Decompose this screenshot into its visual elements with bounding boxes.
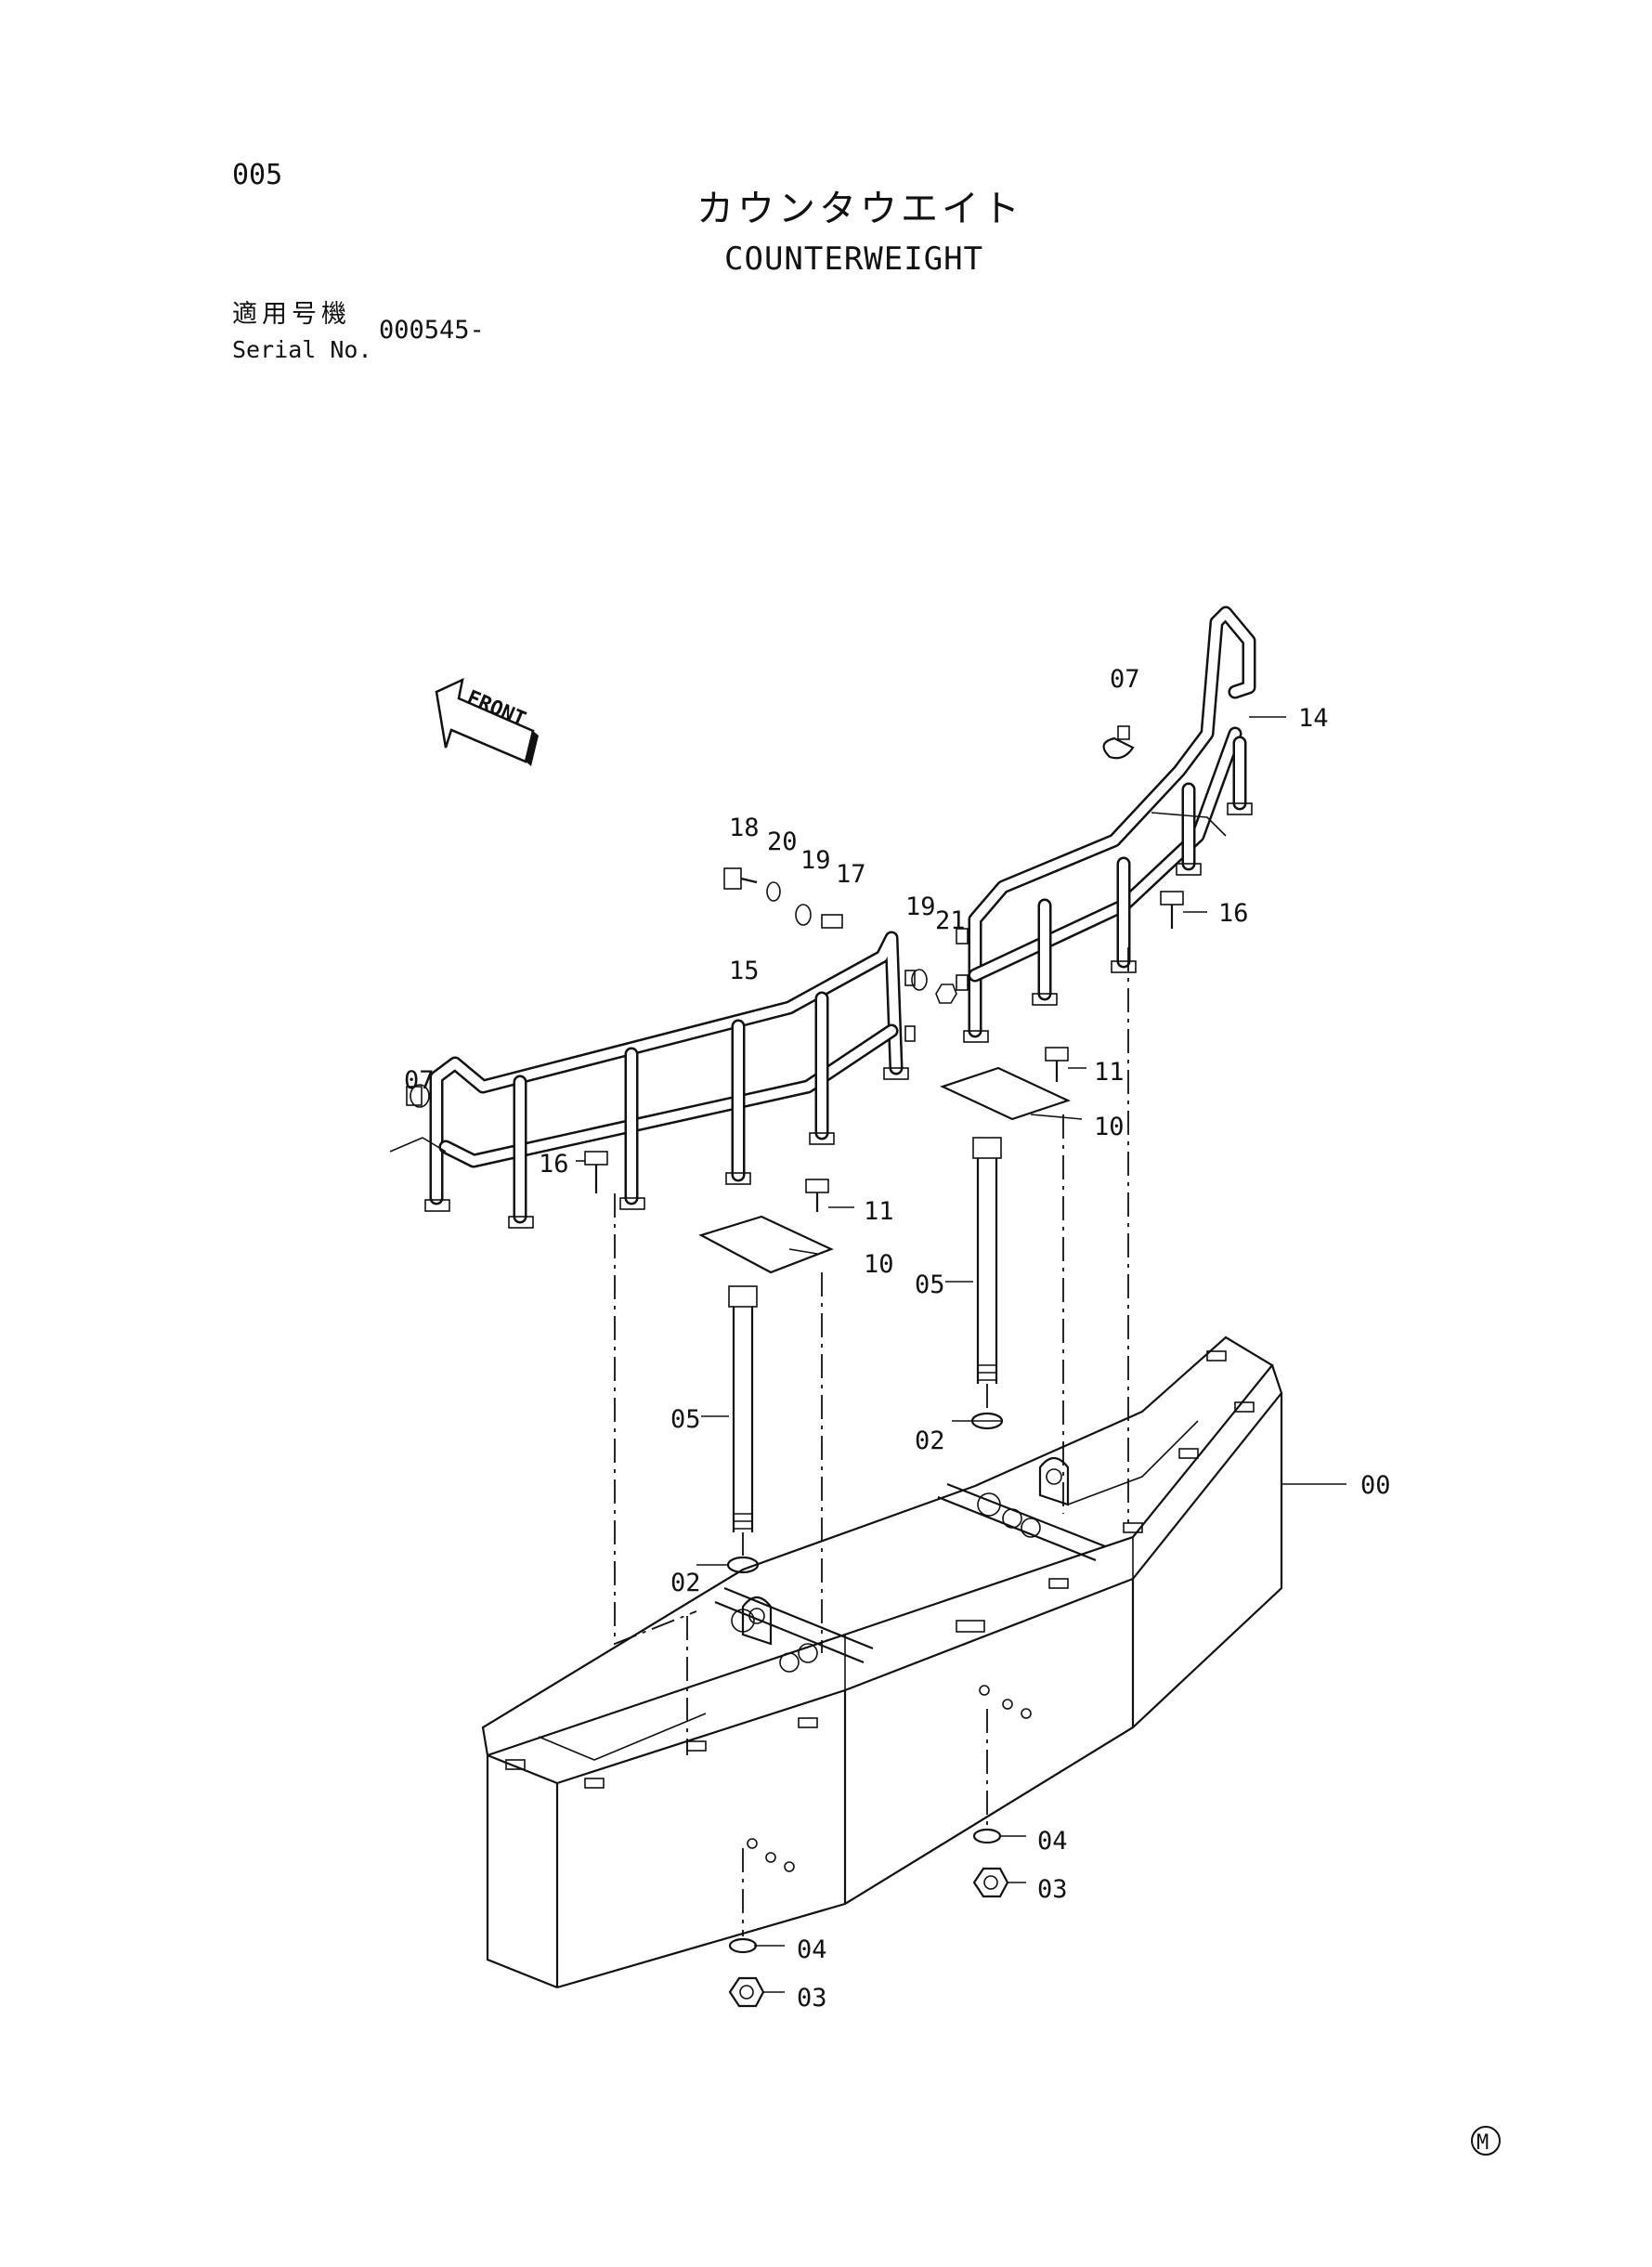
part-label-15: 15	[729, 957, 760, 985]
washer-19-right	[911, 969, 928, 991]
part-label-00: 00	[1360, 1471, 1391, 1500]
nut-bottom-right	[972, 1867, 1009, 1898]
front-arrow-icon: FRONT	[435, 677, 539, 766]
clamp-17	[821, 914, 843, 929]
part-label-03-left: 03	[797, 1984, 827, 2013]
part-label-10-left: 10	[864, 1250, 894, 1279]
footer-mark-icon: M	[1471, 2126, 1501, 2156]
part-label-03-right: 03	[1037, 1875, 1068, 1904]
left-handrail	[424, 931, 916, 1229]
part-label-02-right: 02	[915, 1427, 945, 1455]
serial-label-japanese: 適用号機	[232, 300, 351, 329]
bolt-11-left	[805, 1179, 829, 1212]
page-title-japanese: カウンタウエイト	[696, 188, 1023, 230]
bolt-16-left	[584, 1151, 608, 1193]
cap-07-left	[406, 1084, 430, 1108]
part-label-11-right: 11	[1094, 1058, 1125, 1087]
washer-bottom-left	[728, 1937, 758, 1954]
bolt-11-right	[1045, 1047, 1069, 1082]
page-number: 005	[232, 159, 283, 191]
part-label-04-left: 04	[797, 1935, 827, 1964]
part-label-07-left: 07	[404, 1066, 435, 1095]
footer-mark: M	[1476, 2131, 1489, 2155]
page-title: COUNTERWEIGHT	[724, 241, 984, 278]
spring-washer-20	[766, 881, 781, 902]
part-label-17: 17	[836, 860, 866, 889]
long-bolt-left	[728, 1285, 758, 1532]
part-label-19-left: 19	[800, 846, 831, 875]
part-label-14: 14	[1298, 704, 1329, 733]
serial-number-value: 000545-	[379, 316, 485, 345]
part-label-05-left: 05	[670, 1405, 701, 1434]
nut-bottom-left	[728, 1976, 765, 2008]
washer-19-left	[795, 904, 812, 926]
plate-right	[940, 1066, 1071, 1121]
plate-left	[698, 1215, 834, 1274]
part-label-16-left: 16	[539, 1150, 569, 1179]
nut-21	[935, 984, 957, 1004]
bolt-18	[723, 867, 758, 890]
counterweight-body	[481, 1335, 1283, 1989]
part-label-04-right: 04	[1037, 1827, 1068, 1856]
right-handrail	[956, 606, 1256, 1043]
part-label-02-left: 02	[670, 1569, 701, 1597]
part-label-10-right: 10	[1094, 1113, 1125, 1141]
washer-bottom-right	[972, 1828, 1002, 1844]
part-label-05-right: 05	[915, 1270, 945, 1299]
bolt-16-right	[1160, 891, 1184, 929]
part-label-07-right: 07	[1110, 665, 1140, 694]
cap-07-right	[1102, 725, 1135, 760]
long-bolt-right	[972, 1137, 1002, 1384]
part-label-16-right: 16	[1218, 899, 1249, 928]
part-label-18: 18	[729, 814, 760, 842]
part-label-11-left: 11	[864, 1197, 894, 1226]
serial-label: Serial No.	[232, 336, 372, 363]
part-label-20: 20	[767, 827, 798, 856]
part-label-19-right: 19	[905, 892, 936, 921]
part-label-21: 21	[935, 906, 966, 935]
